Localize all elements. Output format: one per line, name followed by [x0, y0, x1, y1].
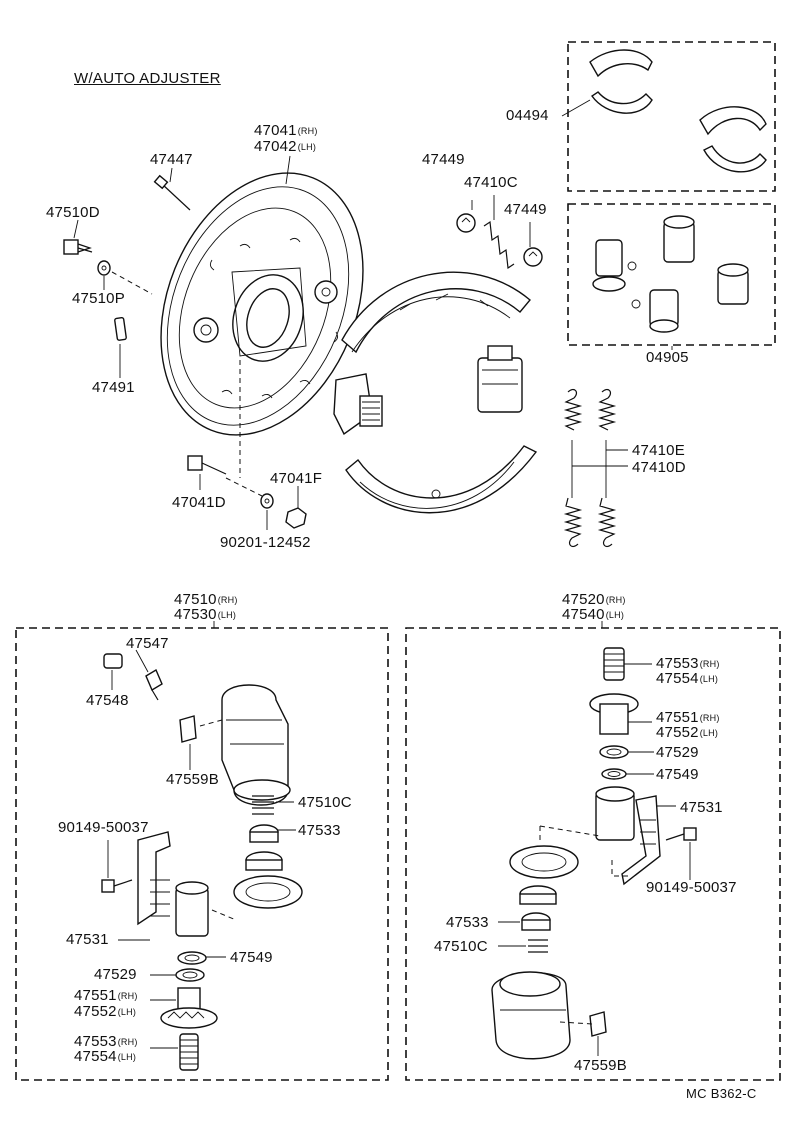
- left-washer-47549: [177, 951, 207, 965]
- label-47531-right: 47531: [680, 799, 723, 816]
- label-47491: 47491: [92, 379, 135, 396]
- label-47410C: 47410C: [464, 174, 518, 191]
- label-47510D: 47510D: [46, 204, 100, 221]
- label-47510: 47510(RH): [174, 591, 238, 608]
- label-47449-b: 47449: [504, 201, 547, 218]
- left-cylinder-body: [221, 684, 291, 806]
- right-screw-47553: [603, 647, 625, 681]
- bolt-47510D: [63, 239, 93, 255]
- left-boot: [233, 875, 303, 909]
- label-47549-right: 47549: [656, 766, 699, 783]
- left-screw-47553: [179, 1033, 199, 1071]
- label-47549-left: 47549: [230, 949, 273, 966]
- wheel-cylinder-center: [477, 345, 523, 413]
- label-47529-left: 47529: [94, 966, 137, 983]
- wheel-cylinder-box-left: [15, 627, 389, 1081]
- label-47559B-right: 47559B: [574, 1057, 627, 1074]
- pin-47447: [153, 174, 191, 211]
- label-47042: 47042(LH): [254, 138, 317, 155]
- label-47410D: 47410D: [632, 459, 686, 476]
- left-adjuster-assembly: [137, 831, 209, 937]
- label-47554-right: 47554(LH): [656, 670, 719, 687]
- wheel-cylinder-box-right: [405, 627, 781, 1081]
- label-47529-right: 47529: [656, 744, 699, 761]
- right-adjuster-nut-47551: [589, 693, 639, 735]
- right-spring-47510C: [528, 939, 548, 953]
- label-47041: 47041(RH): [254, 122, 318, 139]
- adjuster-lever: [333, 373, 383, 436]
- washer-47510P: [97, 260, 111, 276]
- upper-brake-shoe: [341, 271, 531, 354]
- label-47520: 47520(RH): [562, 591, 626, 608]
- right-washer-47529: [599, 745, 629, 759]
- kit-shoe-set: [589, 49, 767, 173]
- diagram-code: MC B362-C: [686, 1086, 757, 1101]
- cap-47449-right: [523, 247, 543, 267]
- right-bolt-90149: [665, 827, 697, 841]
- right-clip-47559B: [589, 1011, 607, 1037]
- left-bleeder: [103, 653, 163, 701]
- label-90201-12452: 90201-12452: [220, 534, 311, 551]
- label-47547: 47547: [126, 635, 169, 652]
- kit-box-04905: [567, 203, 776, 346]
- kit-box-04494: [567, 41, 776, 192]
- label-47548: 47548: [86, 692, 129, 709]
- spring-47410E: [563, 388, 617, 548]
- label-47551-right: 47551(RH): [656, 709, 720, 726]
- left-cup-47533: [249, 824, 279, 843]
- diagram-title: W/AUTO ADJUSTER: [74, 70, 221, 87]
- label-47041F: 47041F: [270, 470, 323, 487]
- lower-brake-shoe: [345, 445, 538, 514]
- label-47531-left: 47531: [66, 931, 109, 948]
- left-adjuster-nut-47551: [160, 987, 218, 1029]
- label-47553-right: 47553(RH): [656, 655, 720, 672]
- label-47552-left: 47552(LH): [74, 1003, 137, 1020]
- label-47551-left: 47551(RH): [74, 987, 138, 1004]
- label-47410E: 47410E: [632, 442, 685, 459]
- label-47041D: 47041D: [172, 494, 226, 511]
- spring-47410C: [483, 220, 515, 270]
- plug-47491: [114, 316, 127, 341]
- label-47552-right: 47552(LH): [656, 724, 719, 741]
- label-47553-left: 47553(RH): [74, 1033, 138, 1050]
- left-clip-47559B: [179, 715, 197, 743]
- left-washer-47529: [175, 968, 205, 982]
- label-47533-left: 47533: [298, 822, 341, 839]
- label-47449-a: 47449: [422, 151, 465, 168]
- right-boot: [509, 845, 579, 879]
- label-47554-left: 47554(LH): [74, 1048, 137, 1065]
- left-bolt-90149: [101, 879, 133, 893]
- left-piston: [245, 851, 283, 871]
- right-washer-47549: [601, 768, 627, 780]
- label-47540: 47540(LH): [562, 606, 625, 623]
- right-cup-47533: [521, 912, 551, 931]
- label-47559B-left: 47559B: [166, 771, 219, 788]
- left-spring-47510C: [252, 795, 274, 815]
- label-47510P: 47510P: [72, 290, 125, 307]
- kit-seal-set: [592, 215, 749, 333]
- right-adjuster-assembly: [595, 786, 661, 886]
- washer-90201: [260, 493, 274, 509]
- bolt-47041D: [187, 455, 227, 475]
- label-47530: 47530(LH): [174, 606, 237, 623]
- label-90149-50037-left: 90149-50037: [58, 819, 149, 836]
- label-47510C-left: 47510C: [298, 794, 352, 811]
- label-47510C-right: 47510C: [434, 938, 488, 955]
- label-90149-50037-right: 90149-50037: [646, 879, 737, 896]
- label-04905: 04905: [646, 349, 689, 366]
- label-47447: 47447: [150, 151, 193, 168]
- right-piston: [519, 885, 557, 905]
- nut-47041F: [285, 507, 307, 529]
- right-cylinder-body: [491, 971, 571, 1060]
- label-47533-right: 47533: [446, 914, 489, 931]
- cap-47449-left: [456, 213, 476, 233]
- label-04494: 04494: [506, 107, 549, 124]
